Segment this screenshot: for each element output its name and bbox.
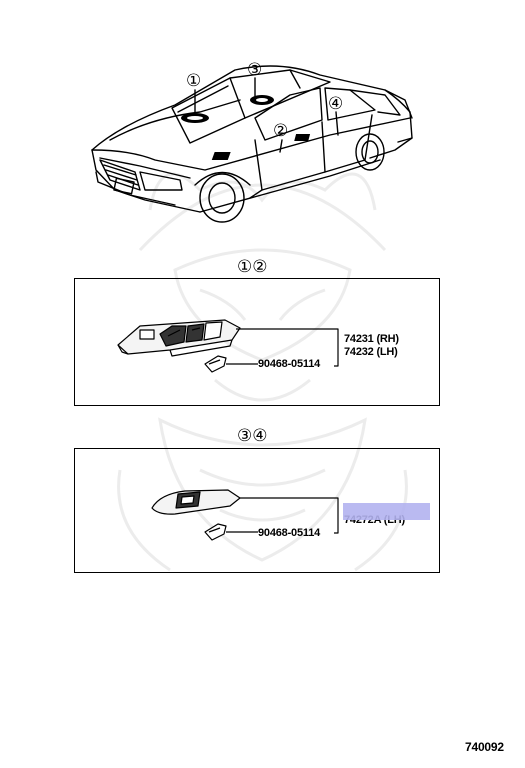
figure-number: 740092 bbox=[465, 740, 504, 754]
group1-heading: ①② bbox=[237, 257, 268, 277]
group2-heading: ③④ bbox=[237, 426, 268, 446]
clip-part-number: 90468-05114 bbox=[258, 527, 321, 539]
group2-panel bbox=[74, 448, 440, 573]
callout-1: ① bbox=[186, 71, 202, 91]
part-number-rh: 74231 (RH) bbox=[344, 333, 399, 345]
group1-panel bbox=[74, 278, 440, 406]
callout-4: ④ bbox=[328, 94, 344, 114]
callout-3: ③ bbox=[247, 60, 263, 80]
part-number-lh: 74232 (LH) bbox=[344, 346, 398, 358]
callout-2: ② bbox=[273, 121, 289, 141]
clip-part-number: 90468-05114 bbox=[258, 358, 321, 370]
highlight-overlay bbox=[343, 503, 430, 520]
